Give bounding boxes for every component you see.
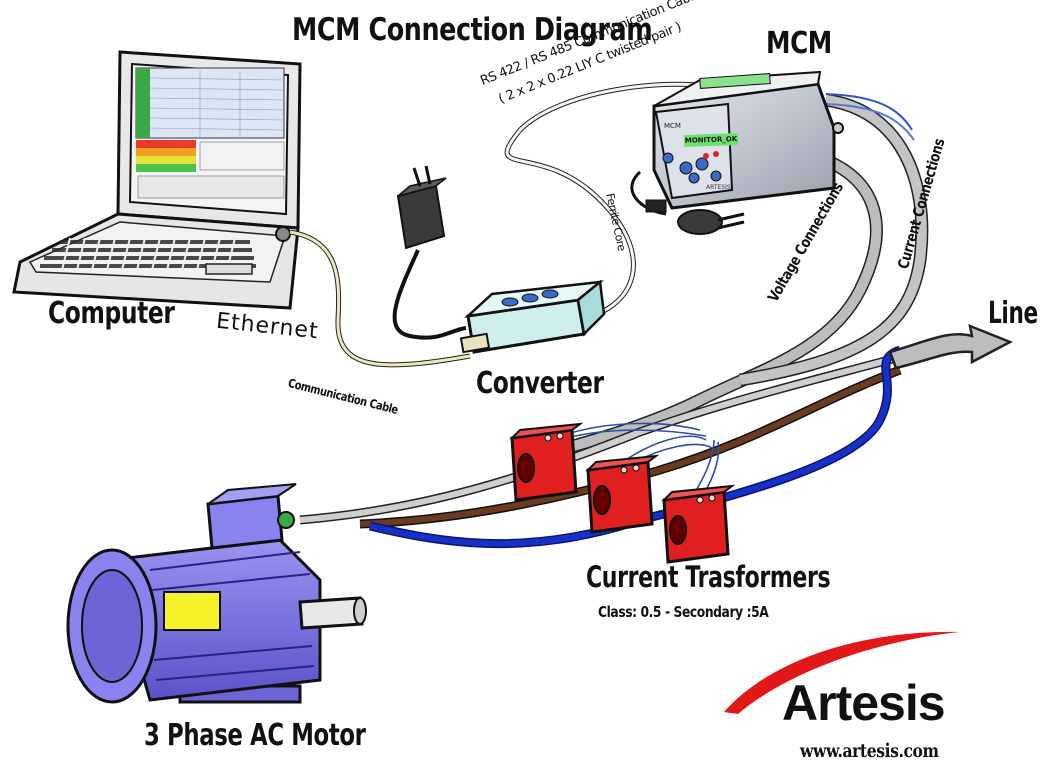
power-adapter-cable xyxy=(392,249,467,340)
three-phase-motor xyxy=(66,483,367,704)
phase-gray-wire xyxy=(299,335,962,525)
computer-label: Computer xyxy=(48,296,175,331)
mcm-label: MCM xyxy=(766,26,832,61)
line-label: Line xyxy=(988,296,1038,331)
current-transformers-label: Current Trasformers xyxy=(586,560,831,594)
motor-label: 3 Phase AC Motor xyxy=(144,718,366,753)
diagram-title: MCM Connection Diagram xyxy=(292,12,653,48)
power-adapter xyxy=(396,165,447,250)
brand-name: Artesis xyxy=(782,675,946,731)
phase-brown-wire xyxy=(359,365,902,529)
current-transformer-3 xyxy=(661,484,736,564)
voltage-cable-bundle xyxy=(518,151,883,467)
converter-label: Converter xyxy=(476,366,604,401)
computer-laptop xyxy=(12,50,302,310)
brand-url: www.artesis.com xyxy=(800,740,939,762)
line-arrow xyxy=(888,323,1013,370)
converter-box xyxy=(459,279,606,354)
current-transformer-2 xyxy=(585,454,660,534)
mcm-device-maker: ARTESIS xyxy=(706,184,731,191)
phase-blue-wire xyxy=(368,345,902,549)
current-transformers-spec: Class: 0.5 - Secondary :5A xyxy=(598,603,769,621)
artesis-logo xyxy=(724,631,960,714)
ethernet-cable xyxy=(289,229,471,368)
rs485-cable xyxy=(504,81,761,321)
current-transformer-1 xyxy=(509,422,584,502)
current-cable-bundle xyxy=(738,93,929,387)
mains-plug xyxy=(630,170,745,235)
mcm-device xyxy=(652,70,844,210)
mcm-display: MONITOR_OK xyxy=(683,133,739,147)
mcm-device-name: MCM xyxy=(664,122,681,130)
